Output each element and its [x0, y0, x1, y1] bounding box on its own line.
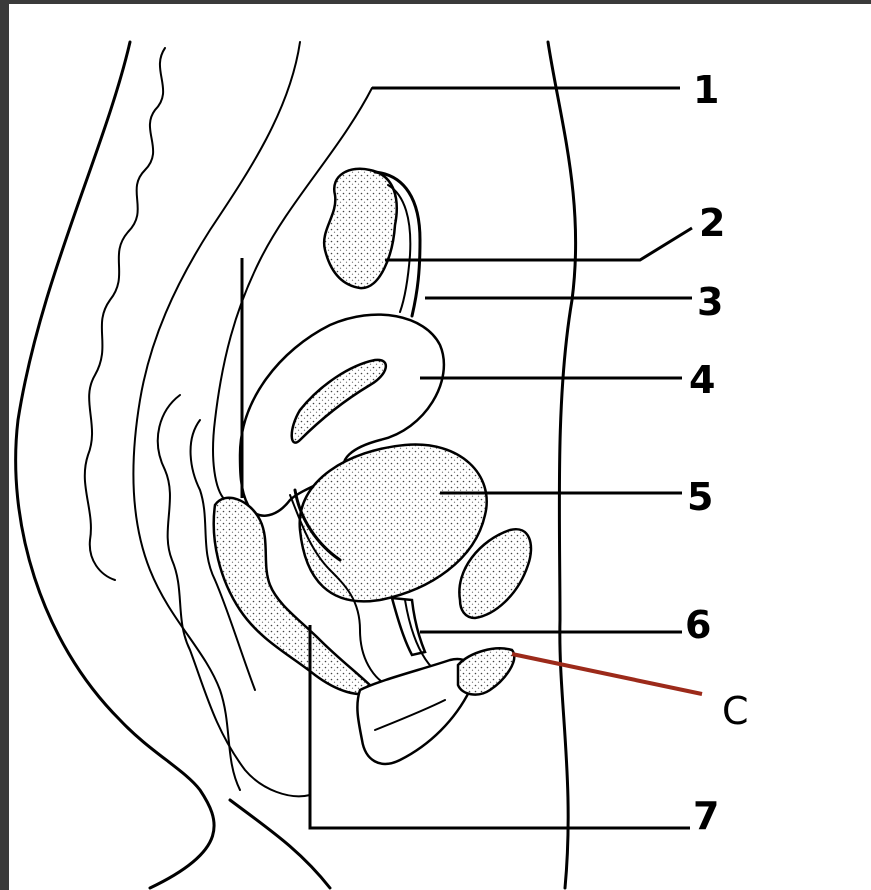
label-5: 5 [687, 475, 713, 519]
label-c: C [722, 689, 749, 733]
label-3: 3 [697, 280, 723, 324]
label-2: 2 [699, 201, 725, 245]
label-6: 6 [685, 603, 711, 647]
label-7: 7 [693, 794, 719, 838]
label-1: 1 [693, 68, 719, 112]
label-4: 4 [689, 358, 715, 402]
